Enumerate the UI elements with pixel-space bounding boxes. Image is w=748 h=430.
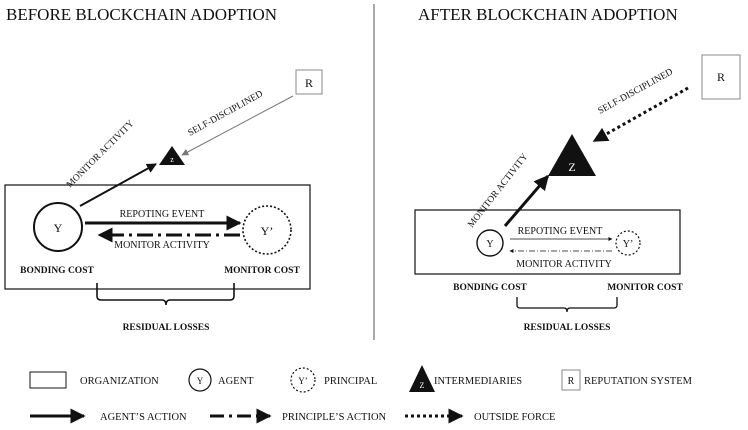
after-title: AFTER BLOCKCHAIN ADOPTION <box>418 5 678 24</box>
after-self-disciplined-label: SELF-DISCIPLINED <box>597 67 675 116</box>
after-residual-losses: RESIDUAL LOSSES <box>524 323 611 333</box>
after-principal-circle <box>615 230 641 256</box>
legend-intermediary-symbol: Z <box>420 381 425 390</box>
before-brace <box>96 283 235 306</box>
legend-principal-symbol: Y’ <box>298 376 308 386</box>
after-agent-symbol: Y <box>486 239 493 250</box>
legend-agents-action: AGENT’S ACTION <box>100 412 187 423</box>
before-panel: BEFORE BLOCKCHAIN ADOPTION R SELF-DISCIP… <box>4 5 323 333</box>
legend-organization-swatch <box>29 371 67 389</box>
after-reputation-symbol: R <box>717 70 725 84</box>
before-bonding-cost: BONDING COST <box>20 266 94 276</box>
before-self-disciplined-arrow <box>181 95 294 156</box>
before-reporting-event-label: REPOTING EVENT <box>120 209 205 220</box>
before-principal-circle <box>242 205 292 255</box>
before-residual-losses: RESIDUAL LOSSES <box>123 323 210 333</box>
after-monitor-activity-arrow <box>503 174 550 227</box>
legend-intermediaries: INTERMEDIARIES <box>434 376 522 387</box>
after-panel: AFTER BLOCKCHAIN ADOPTION R SELF-DISCIPL… <box>414 5 741 333</box>
after-organization-box <box>414 209 681 275</box>
before-monitor-activity-label: MONITOR ACTIVITY <box>114 240 210 251</box>
legend-principles-action: PRINCIPLE’S ACTION <box>282 412 387 423</box>
after-monitor-activity-diag-label: MONITOR ACTIVITY <box>466 152 530 230</box>
after-monitor-activity-label: MONITOR ACTIVITY <box>516 259 612 270</box>
before-agent-symbol: Y <box>54 221 63 235</box>
after-self-disciplined-arrow <box>592 86 689 143</box>
after-intermediary-symbol: Z <box>568 160 575 174</box>
after-brace <box>516 297 618 313</box>
before-agent-circle <box>33 202 83 252</box>
after-agent-circle <box>476 229 504 257</box>
before-organization-box <box>4 184 311 290</box>
legend-agent: AGENT <box>218 376 254 387</box>
before-intermediary-icon: z <box>159 146 185 165</box>
legend-principal-circle <box>290 367 316 393</box>
before-monitor-cost: MONITOR COST <box>224 266 300 276</box>
before-intermediary-symbol: z <box>170 155 174 164</box>
before-reputation-system: R <box>295 69 323 95</box>
legend-organization: ORGANIZATION <box>80 376 159 387</box>
after-reputation-system: R <box>701 54 741 100</box>
legend-outside-force: OUTSIDE FORCE <box>474 412 555 423</box>
legend-intermediary-icon <box>409 365 435 392</box>
legend-agent-symbol: Y <box>197 376 204 386</box>
before-principal-symbol: Y’ <box>261 224 274 238</box>
legend-reputation-swatch <box>561 369 581 391</box>
after-bonding-cost: BONDING COST <box>453 283 527 293</box>
after-monitor-cost: MONITOR COST <box>607 283 683 293</box>
legend-principal: PRINCIPAL <box>324 376 377 387</box>
before-reputation-symbol: R <box>305 76 313 90</box>
legend-reputation-symbol: R <box>568 376 575 387</box>
after-reporting-event-label: REPOTING EVENT <box>518 226 603 237</box>
after-principal-symbol: Y’ <box>623 239 634 250</box>
after-intermediary-icon: Z <box>548 134 596 176</box>
legend: ORGANIZATION Y AGENT Y’ PRINCIPAL Z INTE… <box>29 365 693 424</box>
before-title: BEFORE BLOCKCHAIN ADOPTION <box>6 5 277 24</box>
before-monitor-activity-diag-label: MONITOR ACTIVITY <box>65 119 136 190</box>
legend-reputation-system: REPUTATION SYSTEM <box>584 376 693 387</box>
legend-agent-circle <box>188 368 212 392</box>
